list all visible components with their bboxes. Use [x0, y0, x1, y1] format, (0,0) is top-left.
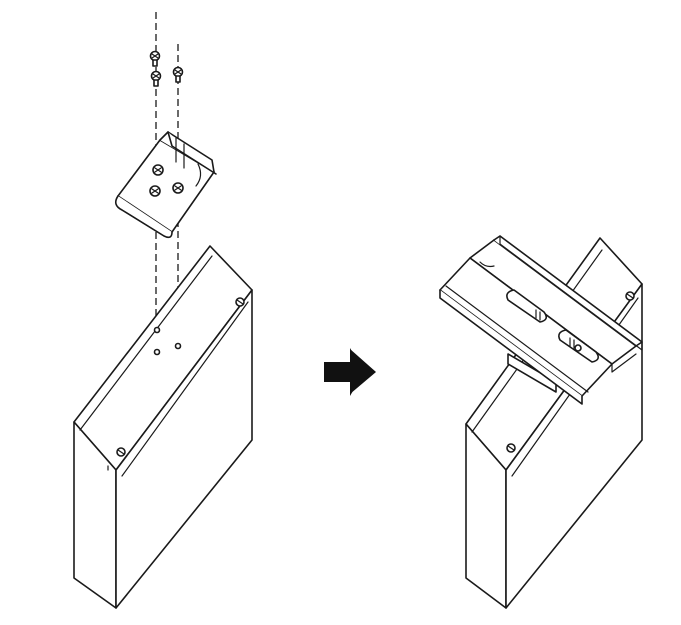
enclosure-screw-icon: [506, 443, 516, 453]
din-rail-clip: [114, 131, 217, 239]
rail-slot: [506, 289, 548, 323]
double-chevron-right-icon: [324, 348, 376, 396]
enclosure-screw-icon: [116, 447, 126, 457]
mounting-hole-icon: [149, 185, 161, 197]
device-enclosure: [73, 245, 253, 609]
screw-icon: [150, 70, 162, 87]
step-2-assembled-view: [439, 235, 643, 609]
step-1-exploded-view: [73, 12, 253, 609]
rail-slot: [558, 329, 600, 363]
enclosure-screw-icon: [625, 291, 635, 301]
mounting-hole-icon: [152, 164, 164, 176]
screw-icon: [172, 66, 184, 83]
enclosure-screw-icon: [235, 297, 245, 307]
screw-icon: [149, 50, 161, 67]
mounting-hole-icon: [172, 182, 184, 194]
din-rail: [439, 235, 643, 405]
